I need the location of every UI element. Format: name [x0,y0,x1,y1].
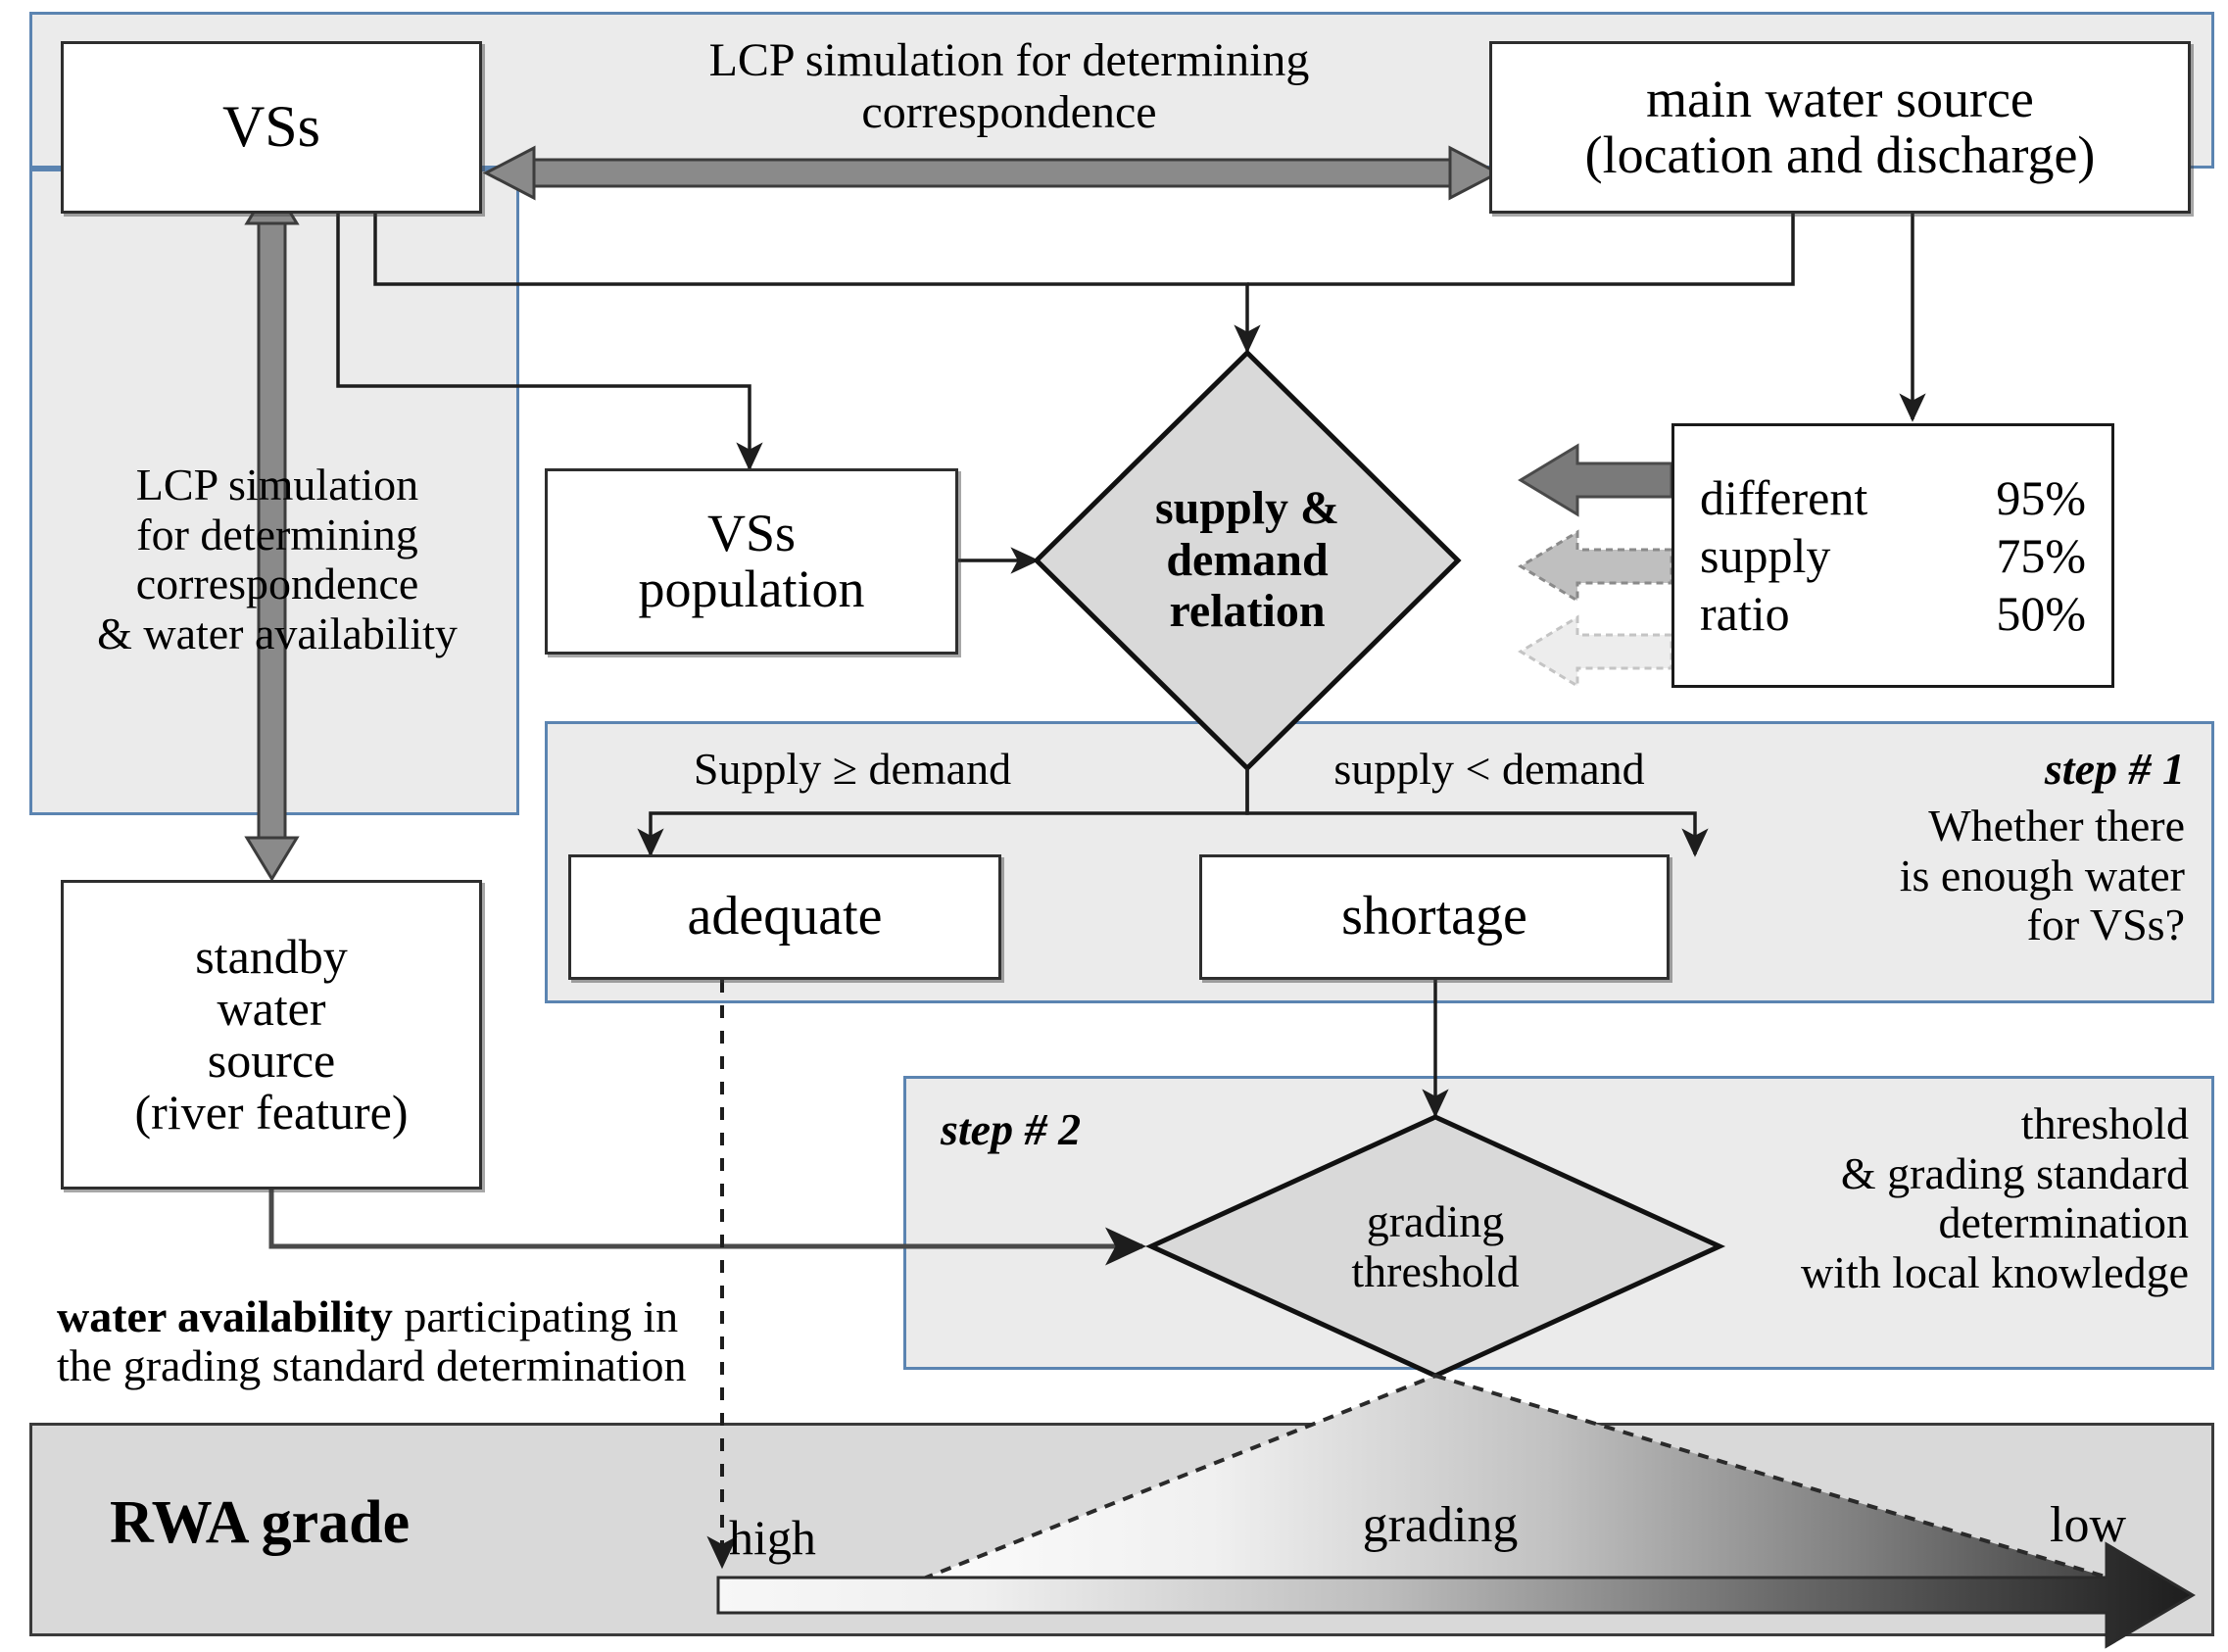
label-grade-grading: grading [1362,1497,1519,1553]
text-water-availability-bold: water availability [57,1290,393,1341]
text-step-1: Whether there is enough water for VSs? [1899,801,2185,950]
legend-supply-ratio: different 95% supply 75% ratio 50% [1671,423,2114,688]
node-main-water-source-label: main water source (location and discharg… [1584,69,2096,184]
text-water-availability: water availability participating in the … [57,1242,939,1391]
node-standby-water-source-label: standby water source (river feature) [134,929,409,1140]
text-step-2: threshold & grading standard determinati… [1800,1098,2189,1297]
node-adequate[interactable]: adequate [568,854,1001,980]
label-branch-adequate: Supply ≥ demand [693,744,1012,794]
decision-supply-demand [1033,349,1462,772]
annotation-top-lcp: LCP simulation for determining correspon… [708,34,1310,138]
label-grade-high: high [729,1510,816,1565]
node-main-water-source[interactable]: main water source (location and discharg… [1489,41,2191,214]
legend-arrow-dashed-light [1518,614,1673,689]
node-shortage-label: shortage [1341,886,1527,947]
node-standby-water-source[interactable]: standby water source (river feature) [61,880,482,1190]
legend-arrow-solid-dark [1518,443,1673,517]
legend-row: different 95% [1700,469,2086,527]
decision-supply-demand-label: supply & demand relation [1154,481,1340,638]
annotation-left-lcp: LCP simulation for determining correspon… [97,460,458,658]
legend-row-value: 50% [1996,585,2086,641]
node-vss-label: VSs [221,94,321,160]
legend-row-label: ratio [1700,585,1790,641]
legend-row-label: different [1700,469,1868,525]
node-vss-population[interactable]: VSs population [545,468,958,655]
label-grade-low: low [2050,1497,2126,1553]
node-vss[interactable]: VSs [61,41,482,214]
legend-row: ratio 50% [1700,585,2086,643]
legend-row-value: 95% [1996,469,2086,525]
node-shortage[interactable]: shortage [1199,854,1670,980]
connector-mainsource-to-supplydemand [1247,214,1795,286]
legend-row-value: 75% [1996,527,2086,583]
text-water-availability-rest: participating in the grading standard de… [57,1290,687,1391]
rwa-grade-title: RWA grade [110,1489,411,1556]
legend-row: supply 75% [1700,527,2086,585]
legend-arrow-dashed-mid [1518,529,1673,604]
label-step-2: step # 2 [941,1104,1082,1154]
node-adequate-label: adequate [687,886,883,947]
label-step-1: step # 1 [2044,744,2185,794]
label-branch-shortage: supply < demand [1333,744,1645,794]
legend-row-label: supply [1700,527,1831,583]
node-vss-population-label: VSs population [638,503,865,618]
